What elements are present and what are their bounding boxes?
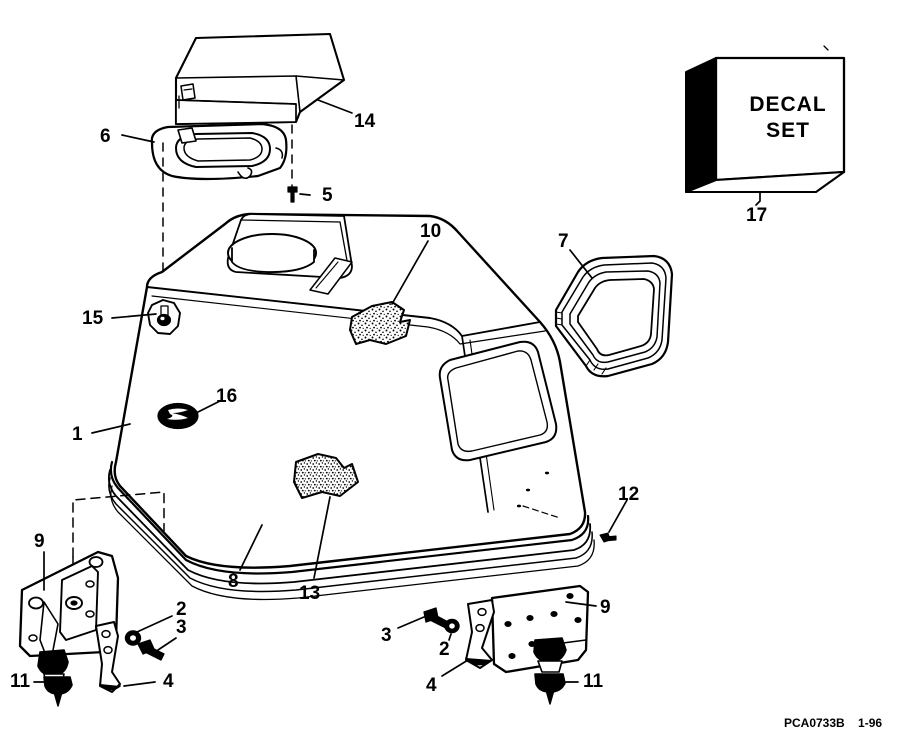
- callout-17: 17: [746, 205, 768, 226]
- engine-cover-main: [91, 212, 587, 569]
- callout-4-right: 4: [426, 675, 437, 696]
- callout-6: 6: [100, 126, 111, 147]
- latch-arm-left: [95, 621, 156, 693]
- callout-3-left: 3: [176, 617, 187, 638]
- screw-right: [397, 607, 449, 629]
- screw-rear: [599, 499, 628, 543]
- callout-12: 12: [618, 484, 640, 505]
- callout-14: 14: [354, 111, 376, 132]
- callout-5: 5: [322, 185, 333, 206]
- emblem: [157, 399, 223, 430]
- cover-lid: [174, 32, 353, 126]
- drawing-code-footer: PCA0733B 1-96: [784, 716, 883, 730]
- latch-arm-right: [441, 599, 495, 677]
- grommet-seal: [554, 249, 674, 378]
- callout-7: 7: [558, 231, 569, 252]
- bracket-right: [490, 584, 597, 674]
- air-intake-recess: [226, 213, 353, 295]
- callout-8: 8: [228, 571, 239, 592]
- callout-4-left: 4: [163, 671, 174, 692]
- registration-tick: [823, 45, 829, 51]
- foam-pad-lower: [293, 453, 359, 579]
- lower-seal-trim: [107, 460, 595, 601]
- decal-set-label: DECAL SET: [749, 93, 827, 143]
- rubber-mount-cap-left: [33, 676, 73, 707]
- decal-set-box: [684, 56, 846, 206]
- side-recess-panel: [438, 340, 558, 462]
- vent-gasket: [121, 122, 288, 181]
- callout-10: 10: [420, 221, 442, 242]
- callout-15: 15: [82, 308, 104, 329]
- clip-latch: [111, 299, 181, 335]
- callout-11-left: 11: [10, 671, 31, 692]
- callout-2-right: 2: [439, 639, 450, 660]
- screw-vent: [287, 186, 311, 203]
- callout-11-right: 11: [583, 671, 604, 692]
- washer-left: [124, 615, 173, 646]
- callout-1: 1: [72, 424, 83, 445]
- rubber-mount-cap-right: [534, 673, 579, 705]
- screw-left: [137, 637, 177, 661]
- callout-9-left: 9: [34, 531, 45, 552]
- callout-16: 16: [216, 386, 238, 407]
- foam-pad-upper: [349, 240, 429, 345]
- washer-right: [444, 618, 460, 641]
- callout-13: 13: [299, 583, 321, 604]
- rivet-marks: [516, 471, 550, 508]
- callout-2-left: 2: [176, 599, 187, 620]
- callout-3-right: 3: [381, 625, 392, 646]
- callout-9-right: 9: [600, 597, 611, 618]
